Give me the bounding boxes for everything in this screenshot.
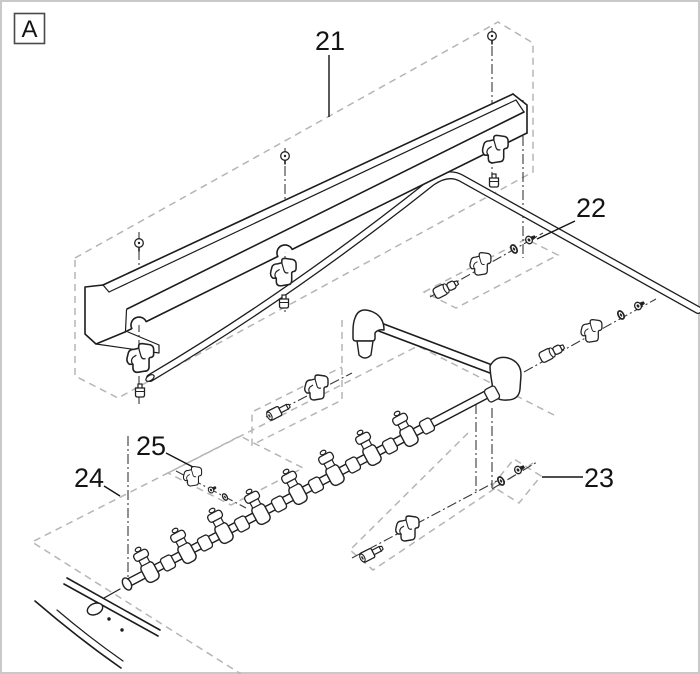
view-label: A — [21, 16, 37, 43]
liner-hole — [86, 602, 104, 616]
spray-pipe-open-end — [121, 577, 133, 591]
dot — [107, 617, 111, 621]
manifold-right-elbow — [482, 356, 522, 404]
leader-24 — [103, 485, 121, 497]
return-pipe — [145, 171, 700, 382]
clip-callout-mid-left — [251, 320, 343, 447]
dot — [120, 628, 124, 632]
axis-clip-mid-left — [265, 372, 353, 418]
axis-clip-lower — [351, 480, 498, 559]
hose-stub — [356, 340, 374, 359]
label-24: 24 — [74, 463, 104, 493]
leader-22 — [536, 220, 576, 240]
label-23: 23 — [584, 463, 614, 493]
part-25-callout-box — [166, 435, 305, 506]
basin-edge — [34, 577, 161, 669]
part-21-cover-bar — [84, 93, 528, 354]
group-boundaries — [30, 21, 560, 674]
labels: 21 22 23 24 25 — [74, 26, 614, 497]
part-22-callout-box — [422, 238, 560, 309]
return-pipe-end — [145, 374, 155, 382]
part-23-callout-box — [490, 458, 543, 504]
part-21-boundary-box — [74, 21, 534, 399]
part-24-boundary-box — [30, 345, 555, 674]
label-21: 21 — [315, 26, 345, 56]
bar-end-flange — [95, 331, 160, 354]
manifold-left-elbow — [352, 309, 385, 359]
label-25: 25 — [136, 431, 166, 461]
manifold-cross-pipe — [375, 322, 504, 377]
view-label-box: A — [13, 12, 46, 45]
leader-25 — [165, 452, 194, 468]
label-22: 22 — [576, 193, 606, 223]
